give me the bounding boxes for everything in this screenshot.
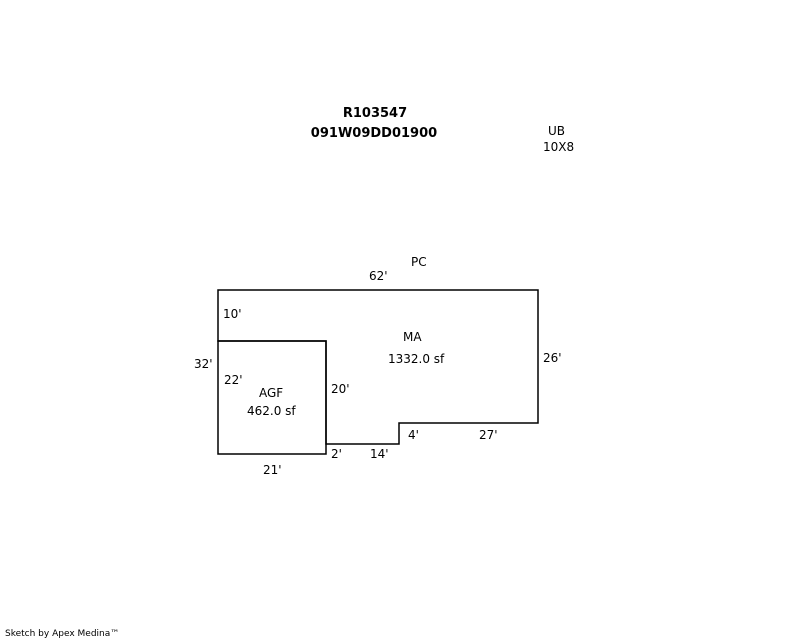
dim-top: 62'	[369, 269, 388, 283]
dim-small-offset: 2'	[331, 447, 342, 461]
porch-label: PC	[411, 255, 427, 269]
dim-bottom-mid: 14'	[370, 447, 389, 461]
dim-left-total: 32'	[194, 357, 213, 371]
dim-garage-height: 22'	[224, 373, 243, 387]
main-area-sqft: 1332.0 sf	[388, 352, 445, 366]
garage-sqft: 462.0 sf	[247, 404, 296, 418]
dim-left-upper: 10'	[223, 307, 242, 321]
parcel-id: R103547	[342, 106, 408, 121]
dim-garage-bottom: 21'	[263, 463, 282, 477]
outbuilding-code: UB	[548, 124, 566, 138]
map-number: 091W09DD01900	[310, 126, 438, 141]
dim-garage-right: 20'	[331, 382, 350, 396]
outbuilding-size: 10X8	[543, 140, 575, 154]
dim-bottom-right: 27'	[479, 428, 498, 442]
garage-outline	[217, 340, 327, 455]
dim-right: 26'	[543, 351, 562, 365]
sketch-credit: Sketch by Apex Medina™	[5, 629, 120, 639]
garage-label: AGF	[259, 386, 284, 400]
dim-step: 4'	[408, 428, 419, 442]
main-area-outline	[217, 289, 539, 445]
main-area-label: MA	[403, 330, 422, 344]
